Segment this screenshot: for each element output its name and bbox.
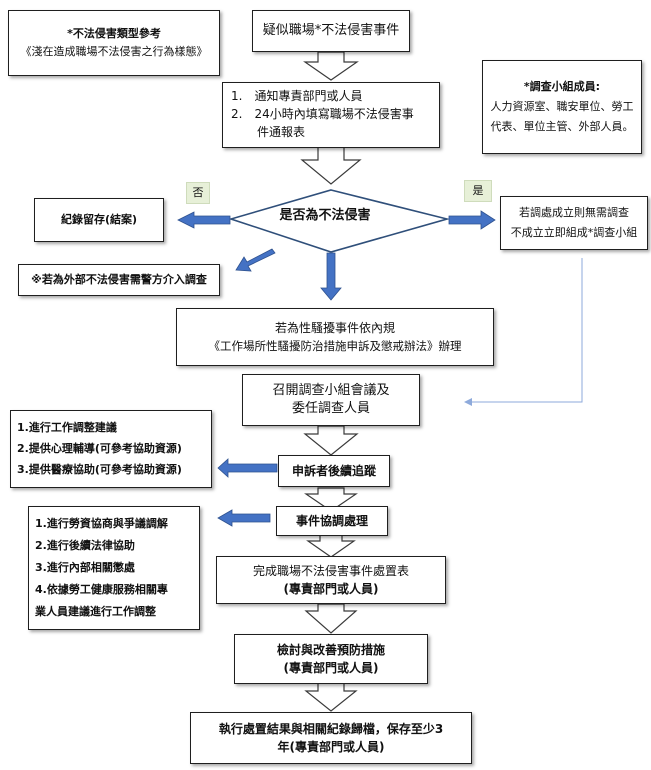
mediation-actions-box: 1.進行勞資協商與爭議調解 2.進行後續法律協助 3.進行內部相關懲處 4.依據… [28, 506, 200, 630]
meeting-line1: 召開調查小組會議及 [272, 383, 390, 398]
review-box: 檢討與改善預防措施 (專責部門或人員) [234, 634, 428, 684]
mediation-action-2: 2.進行後續法律協助 [35, 539, 135, 552]
decision-label: 是否為不法侵害 [279, 208, 371, 223]
followup-action-2: 2.提供心理輔導(可參考協助資源) [17, 442, 182, 455]
team-members-note: *調查小組成員: 人力資源室、職安單位、勞工 代表、單位主管、外部人員。 [482, 60, 642, 154]
archive-line1: 執行處置結果與相關紀錄歸檔，保存至少3 [218, 722, 444, 736]
start-box: 疑似職場*不法侵害事件 [252, 10, 410, 52]
decision-diamond [228, 189, 451, 253]
left-arrow-record [177, 211, 231, 229]
notify-item-2-line2: 件通報表 [257, 125, 306, 139]
reference-note-body: 《淺在造成職場不法侵害之行為樣態》 [20, 45, 208, 58]
sexual-harassment-line1: 若為性騷擾事件依內規 [274, 321, 395, 335]
record-label: 紀錄留存(結案) [60, 213, 138, 226]
notify-box: 1. 通知專責部門或人員 2. 24小時內填寫職場不法侵害事 件通報表 [222, 82, 440, 148]
no-tag: 否 [186, 182, 210, 204]
down-arrow-2 [300, 146, 362, 185]
down-arrow-4 [304, 487, 358, 512]
notify-item-1: 1. 通知專責部門或人員 [231, 89, 363, 103]
mediation-action-1: 1.進行勞資協商與爭議調解 [35, 517, 168, 530]
mediation-label: 事件協調處理 [295, 514, 368, 528]
team-members-line2: 代表、單位主管、外部人員。 [490, 120, 634, 133]
reference-note-title: *不法侵害類型參考 [67, 27, 161, 40]
down-arrow-1 [303, 51, 359, 81]
followup-box: 申訴者後續追蹤 [278, 455, 390, 487]
connector-arrowhead [464, 398, 472, 406]
connector-line [470, 258, 583, 403]
setup-team-line2: 不成立立即組成*調查小組 [510, 226, 638, 239]
down-arrow-7 [304, 682, 358, 712]
down-arrow-5 [306, 534, 356, 558]
left-arrow-followup [217, 458, 278, 478]
down-arrow-diamond [320, 252, 342, 301]
followup-label: 申訴者後續追蹤 [291, 464, 376, 478]
right-arrow-setup [448, 210, 496, 230]
left-arrow-mediation [217, 509, 271, 527]
complete-line2: (專責部門或人員) [283, 582, 379, 596]
diagonal-arrow-external [235, 248, 276, 272]
mediation-action-4: 4.依據勞工健康服務相關專 [35, 583, 168, 596]
setup-team-line1: 若調處成立則無需調查 [519, 206, 629, 219]
start-label: 疑似職場*不法侵害事件 [262, 23, 400, 38]
mediation-action-3: 3.進行內部相關懲處 [35, 561, 135, 574]
review-line1: 檢討與改善預防措施 [276, 643, 385, 657]
followup-action-1: 1.進行工作調整建議 [17, 421, 117, 434]
archive-line2: 年(專責部門或人員) [277, 740, 385, 754]
external-police-label: ※若為外部不法侵害需警方介入調查 [31, 273, 207, 286]
team-members-title: *調查小組成員: [523, 80, 601, 93]
sexual-harassment-line2: 《工作場所性騷擾防治措施申訴及懲戒辦法》辦理 [208, 339, 462, 353]
meeting-line2: 委任調查人員 [291, 401, 370, 416]
yes-tag: 是 [464, 180, 492, 202]
setup-team-box: 若調處成立則無需調查 不成立立即組成*調查小組 [500, 196, 648, 250]
record-box: 紀錄留存(結案) [34, 198, 164, 242]
archive-box: 執行處置結果與相關紀錄歸檔，保存至少3 年(專責部門或人員) [190, 712, 472, 764]
down-arrow-6 [304, 603, 358, 634]
review-line2: (專責部門或人員) [283, 661, 379, 675]
down-arrow-3 [303, 425, 359, 456]
mediation-action-4-cont: 業人員建議進行工作調整 [35, 605, 156, 618]
notify-item-2-line1: 2. 24小時內填寫職場不法侵害事 [231, 107, 414, 121]
sexual-harassment-box: 若為性騷擾事件依內規 《工作場所性騷擾防治措施申訴及懲戒辦法》辦理 [176, 308, 494, 366]
meeting-box: 召開調查小組會議及 委任調查人員 [242, 374, 420, 426]
complete-box: 完成職場不法侵害事件處置表 (專責部門或人員) [216, 556, 446, 604]
followup-actions-box: 1.進行工作調整建議 2.提供心理輔導(可參考協助資源) 3.提供醫療協助(可參… [10, 410, 212, 488]
reference-note: *不法侵害類型參考 《淺在造成職場不法侵害之行為樣態》 [8, 10, 220, 76]
team-members-line1: 人力資源室、職安單位、勞工 [490, 100, 634, 113]
followup-action-3: 3.提供醫療協助(可參考協助資源) [17, 463, 182, 476]
mediation-box: 事件協調處理 [276, 506, 388, 536]
external-police-box: ※若為外部不法侵害需警方介入調查 [18, 264, 220, 296]
complete-line1: 完成職場不法侵害事件處置表 [252, 564, 409, 578]
